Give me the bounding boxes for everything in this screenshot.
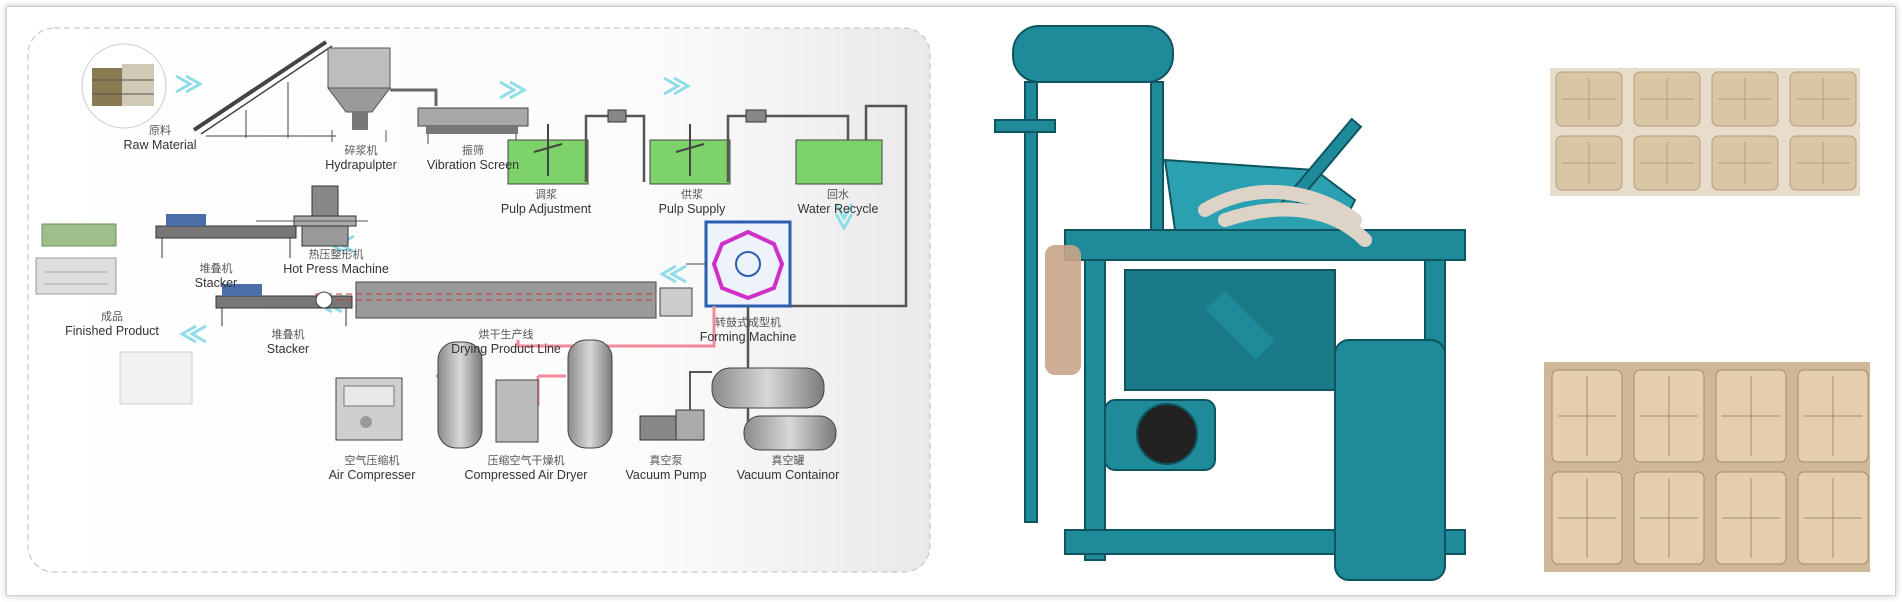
main-frame [1064, 229, 1466, 261]
egg-tray-machine-photo [955, 10, 1520, 590]
egg-tray-icon [35, 223, 117, 295]
stacker-icon [155, 214, 297, 258]
conveyor-icon [192, 40, 336, 138]
vacuum-container-icon [743, 415, 837, 451]
pulp-tray-photos [1530, 10, 1895, 590]
hydrapulper-icon [327, 47, 391, 142]
drying-line-icon [315, 281, 693, 319]
vibration-screen-icon [417, 107, 529, 144]
raw-material-icon [81, 43, 167, 129]
pulp-tray-bottom [1544, 362, 1870, 572]
vacuum-cylinder [1334, 339, 1446, 581]
air-compressor-icon [335, 377, 403, 441]
hot-press-icon [256, 185, 368, 247]
air-dryer-icon [495, 379, 539, 443]
vacuum-container-icon [711, 367, 825, 409]
top-tank [1012, 25, 1174, 83]
water-recycle-tank [795, 139, 883, 185]
forming-machine-icon [686, 220, 792, 308]
air-tank-icon [567, 339, 613, 449]
air-tank-icon [437, 341, 483, 449]
pump-icon [607, 109, 627, 123]
pump-icon [745, 109, 767, 123]
filter-bag [1045, 245, 1081, 375]
pulp-adjustment-tank [507, 124, 589, 185]
stacked-product-icon [119, 351, 193, 405]
vacuum-pump-icon [639, 371, 712, 441]
pulp-tray-top [1550, 68, 1860, 196]
pulp-supply-tank [649, 124, 731, 185]
